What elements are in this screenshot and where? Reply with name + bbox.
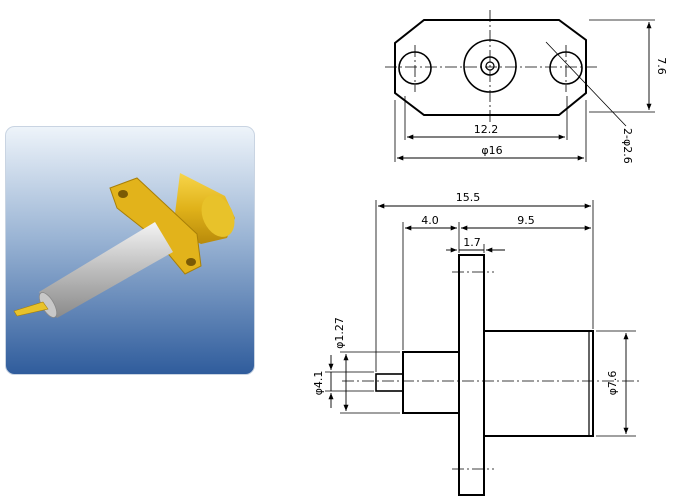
front-length-dim-label: 9.5 (517, 214, 535, 227)
flange-outline (394, 19, 587, 116)
gold-pin (13, 301, 49, 317)
side-view (325, 200, 640, 496)
pin-diameter-dim-label: φ1.27 (333, 317, 346, 349)
height-dim-label: 7.6 (655, 57, 668, 75)
rear-body (402, 351, 460, 414)
hole-callout-label: 2-φ2.6 (621, 128, 634, 164)
overall-width-dim-label: φ16 (481, 144, 502, 157)
hole-spacing-dim-label: 12.2 (474, 123, 499, 136)
overall-length-dim-label: 15.5 (456, 191, 481, 204)
front-body (483, 330, 594, 437)
front-diameter-dim-label: φ7.6 (606, 371, 619, 396)
rear-length-dim-label: 4.0 (421, 214, 439, 227)
side-flange (458, 254, 485, 496)
side-pin (375, 373, 404, 392)
rear-diameter-dim-label: φ4.1 (312, 371, 325, 396)
steel-shaft (39, 222, 173, 318)
connector-photo (5, 126, 255, 375)
flange-thickness-dim-label: 1.7 (463, 236, 481, 249)
top-view (385, 10, 655, 162)
